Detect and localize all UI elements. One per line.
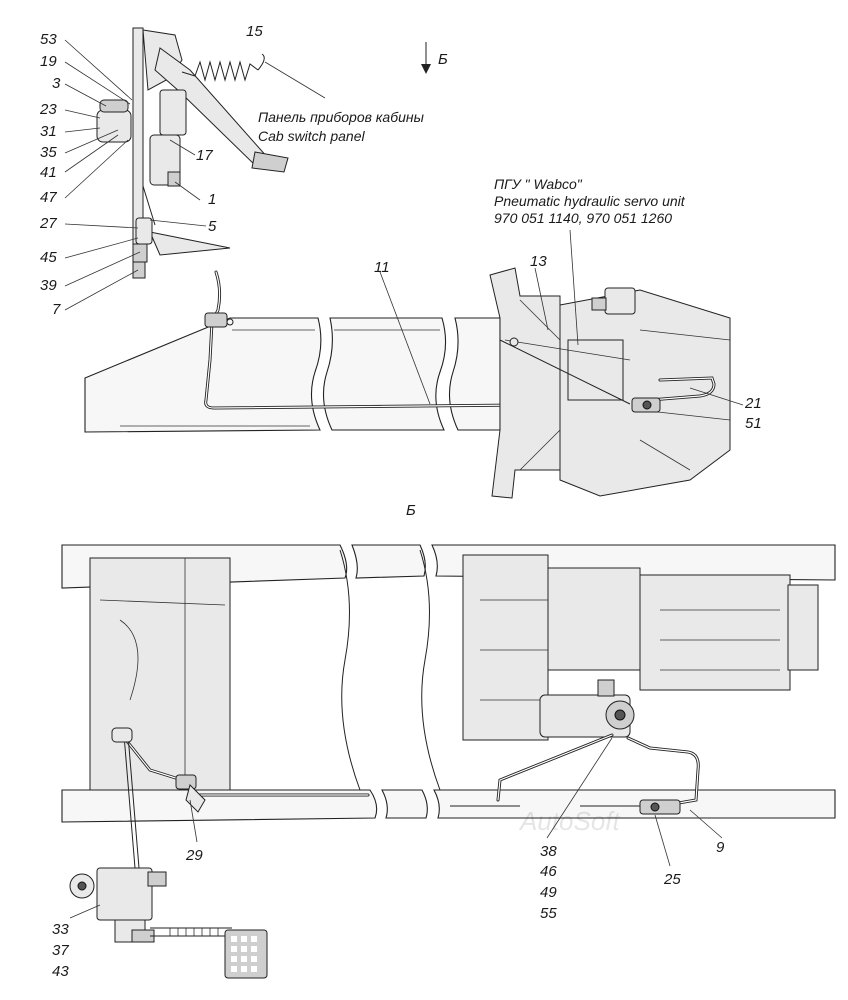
return-spring — [181, 53, 326, 99]
cross-member — [89, 557, 231, 791]
callout-9: 9 — [716, 839, 725, 856]
caption-servo-1: ПГУ " Wabco" — [494, 176, 583, 192]
caption-servo-3: 970 051 1140, 970 051 1260 — [494, 210, 672, 226]
view-label-top: Б — [438, 51, 448, 68]
callouts-bottom: 29 9 25 38 46 49 55 33 37 43 — [52, 839, 725, 980]
callout-3: 3 — [52, 75, 61, 92]
callout-51: 51 — [745, 415, 762, 432]
caption-servo-2: Pneumatic hydraulic servo unit — [494, 193, 686, 209]
pedal-assembly-bottom — [69, 727, 268, 979]
leader-lines — [64, 39, 744, 919]
gearbox-top — [489, 267, 731, 499]
callout-19: 19 — [40, 53, 57, 70]
callout-47: 47 — [40, 189, 57, 206]
callout-31: 31 — [40, 123, 57, 140]
callout-46: 46 — [540, 863, 557, 880]
callout-23: 23 — [39, 101, 57, 118]
callout-29: 29 — [185, 847, 203, 864]
callout-27: 27 — [39, 215, 57, 232]
callout-11: 11 — [374, 259, 390, 276]
callout-55: 55 — [540, 905, 557, 922]
callout-1: 1 — [208, 191, 216, 208]
caption-cab-panel-ru: Панель приборов кабины — [258, 109, 425, 125]
gearbox-bottom — [462, 554, 819, 741]
callout-39: 39 — [40, 277, 57, 294]
top-view — [84, 27, 731, 499]
callout-37: 37 — [52, 942, 69, 959]
hydraulic-line-top — [204, 270, 630, 410]
callout-5: 5 — [208, 218, 217, 235]
pedal-assembly — [96, 27, 289, 279]
callout-13: 13 — [530, 253, 547, 270]
callout-53: 53 — [40, 31, 57, 48]
callout-43: 43 — [52, 963, 69, 980]
callout-41: 41 — [40, 164, 57, 181]
callout-35: 35 — [40, 144, 57, 161]
bottom-view — [61, 544, 836, 979]
frame-rail-top — [84, 317, 501, 433]
callout-38: 38 — [540, 843, 557, 860]
callout-33: 33 — [52, 921, 69, 938]
frame-rail-bottom-lower — [61, 789, 836, 823]
view-label-bottom: Б — [406, 502, 416, 519]
watermark: AutoSoft — [518, 806, 622, 836]
callout-45: 45 — [40, 249, 57, 266]
callout-49: 49 — [540, 884, 557, 901]
callouts-top-left: 53 19 3 23 31 35 41 47 27 45 39 7 — [39, 31, 61, 318]
top-view-arrow: Б — [421, 42, 448, 74]
callouts-top-other: 15 17 1 5 11 13 21 51 — [196, 23, 762, 432]
callout-17: 17 — [196, 147, 213, 164]
caption-cab-panel-en: Cab switch panel — [258, 128, 366, 144]
callout-21: 21 — [744, 395, 762, 412]
callout-15: 15 — [246, 23, 263, 40]
callout-25: 25 — [663, 871, 681, 888]
callout-7: 7 — [52, 301, 61, 318]
